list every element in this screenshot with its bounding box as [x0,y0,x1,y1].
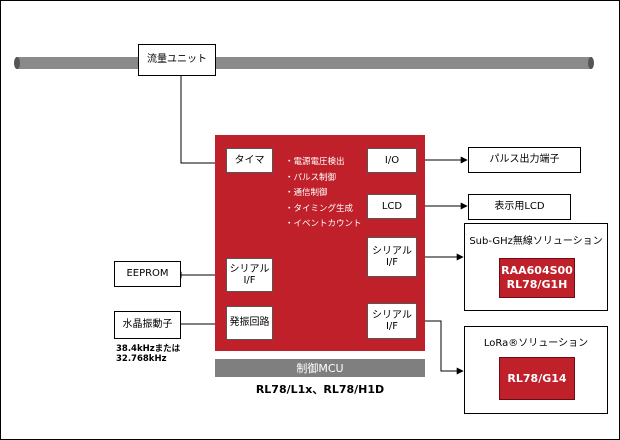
mcu-label-bar: 制御MCU [215,359,425,377]
mcu-bar-label: 制御MCU [296,362,344,375]
function-item: イベントカウント [285,217,362,233]
function-item: 電源電圧検出 [285,155,362,171]
function-list: 電源電圧検出 パルス制御 通信制御 タイミング生成 イベントカウント [285,155,362,233]
subghz-chip-label-1: RAA604S00 [501,264,573,278]
function-item: 通信制御 [285,186,362,202]
oscillator-label: 発振回路 [229,317,270,329]
serial-right-top-label-1: シリアル [372,245,412,257]
line-serial-lora [412,317,464,375]
eeprom-label: EEPROM [126,268,169,280]
line-flowunit-timer [180,75,226,167]
serial-right-bottom-label-2: I/F [385,321,399,332]
lora-title: LoRa®ソリューション [483,338,589,349]
pulse-output-box: パルス出力端子 [468,147,581,173]
lcd-box: LCD [367,194,417,219]
serial-right-top-label-2: I/F [385,257,399,268]
pulse-output-label: パルス出力端子 [489,154,560,166]
io-label: I/O [384,154,400,166]
subghz-chip-label-2: RL78/G1H [506,278,568,291]
serial-left-label-2: I/F [243,275,256,286]
mcu-part-numbers: RL78/L1x、RL78/H1D [255,383,385,396]
function-item: パルス制御 [285,171,362,187]
display-lcd-label: 表示用LCD [494,201,545,213]
lcd-label: LCD [381,200,403,212]
flow-unit-box: 流量ユニット [138,44,216,76]
lora-chip-box: RL78/G14 [499,357,575,400]
display-lcd-box: 表示用LCD [468,194,571,220]
lora-chip-label: RL78/G14 [507,371,567,385]
oscillator-box: 発振回路 [226,306,273,340]
pipe-end-left [14,57,20,69]
timer-label: タイマ [234,154,265,166]
io-box: I/O [367,148,417,173]
serial-right-bottom-label-1: シリアル [372,309,412,321]
eeprom-box: EEPROM [114,261,181,287]
flow-pipe [16,57,592,69]
crystal-frequency-line-2: 32.768kHz [116,354,167,364]
function-item: タイミング生成 [285,202,362,218]
crystal-frequency: 38.4kHzまたは 32.768kHz [116,344,180,364]
crystal-frequency-line-1: 38.4kHzまたは [116,344,181,354]
crystal-label: 水晶振動子 [122,319,173,331]
pipe-end-right [588,57,594,69]
flow-unit-label: 流量ユニット [147,54,207,66]
timer-box: タイマ [226,148,273,173]
subghz-title: Sub-GHz無線ソリューション [469,236,603,247]
crystal-box: 水晶振動子 [114,311,181,339]
serial-left-label-1: シリアル [229,263,270,275]
